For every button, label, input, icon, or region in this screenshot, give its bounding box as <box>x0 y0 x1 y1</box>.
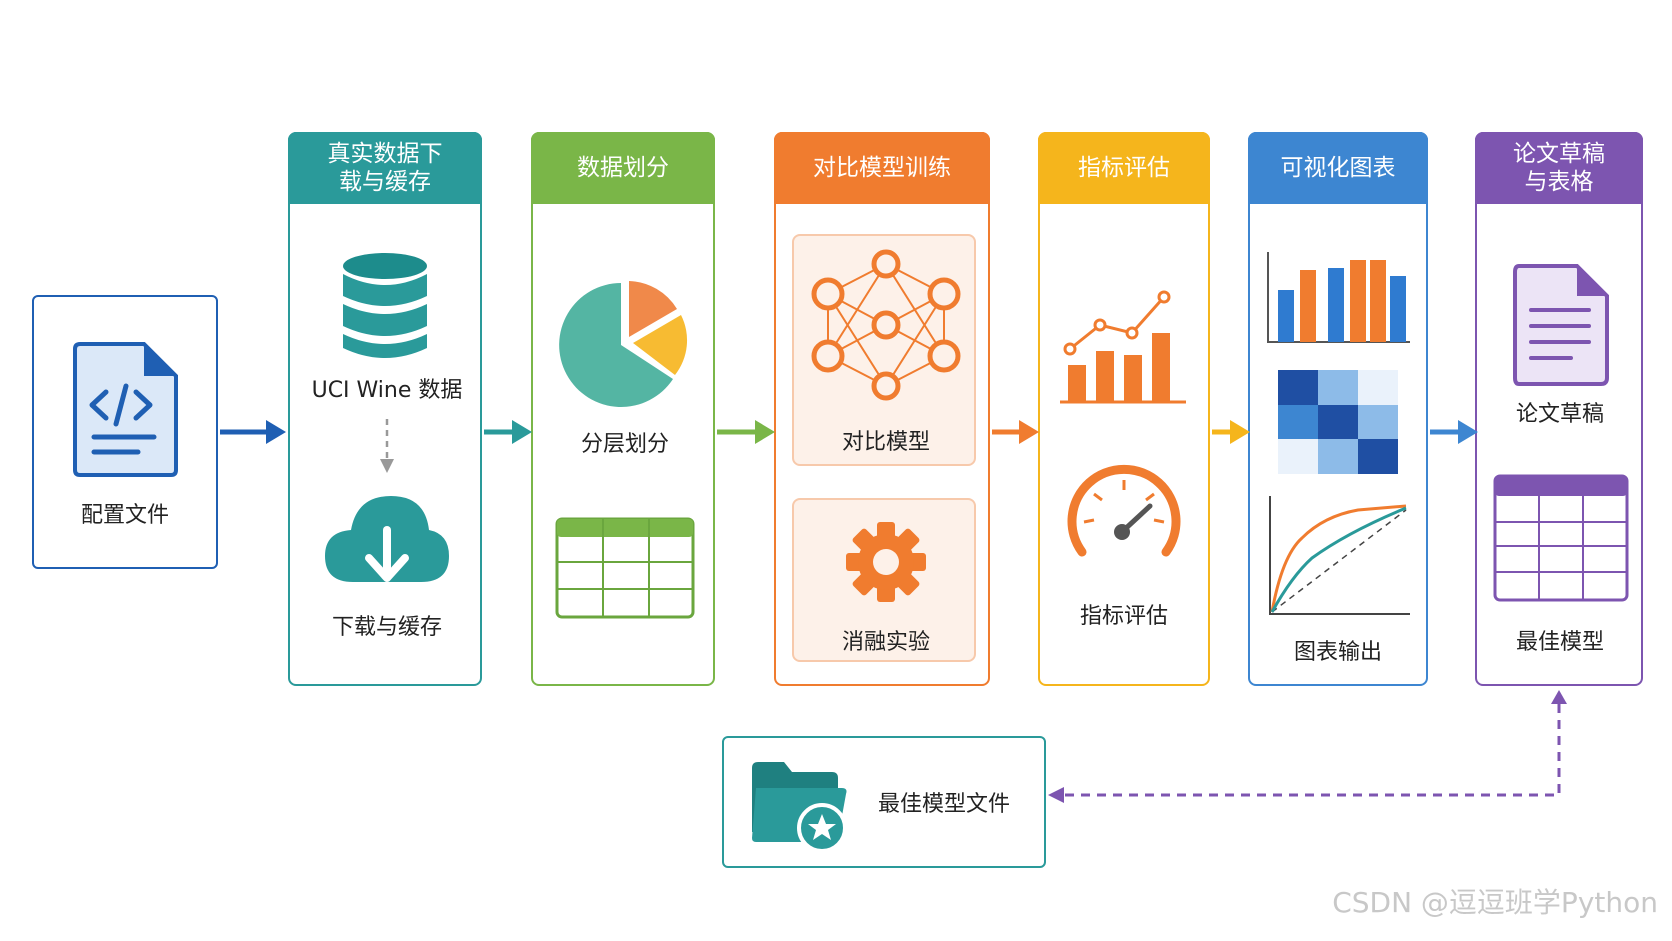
stage-split: 数据划分 分层划分 <box>531 132 715 686</box>
stage-eval: 指标评估 指标评估 <box>1038 132 1210 686</box>
arrowhead-left-file <box>1048 787 1064 803</box>
config-file-label: 配置文件 <box>80 503 170 528</box>
cloud-download-icon <box>325 496 449 582</box>
arrowhead-up-paper <box>1551 690 1567 704</box>
stage-download: 真实数据下 载与缓存 UCI Wine 数据 下载与缓存 <box>288 132 482 686</box>
table-icon <box>1493 474 1629 602</box>
stage-eval-title: 指标评估 <box>1038 132 1210 204</box>
best-model-file-label: 最佳模型文件 <box>877 792 1011 817</box>
stage-download-item-1-label: 下载与缓存 <box>331 615 443 640</box>
stage-viz-item-2-label: 图表输出 <box>1293 640 1383 665</box>
stage-paper-title: 论文草稿 与表格 <box>1475 132 1643 204</box>
database-icon <box>343 253 427 358</box>
stage-train-item-0-label: 对比模型 <box>841 430 931 455</box>
stage-paper-item-0-label: 论文草稿 <box>1515 402 1605 427</box>
roc-curve-icon <box>1269 496 1410 615</box>
arrowhead-config <box>266 420 286 444</box>
gear-icon <box>846 522 926 602</box>
stage-download-item-0-label: UCI Wine 数据 <box>311 378 463 403</box>
train-model-card: 对比模型 <box>792 234 976 466</box>
folder-star-icon <box>752 762 847 853</box>
stage-viz: 可视化图表 图表输出 <box>1248 132 1428 686</box>
stage-eval-item-1-label: 指标评估 <box>1079 604 1169 629</box>
code-file-icon <box>73 342 178 477</box>
stage-train-item-1-label: 消融实验 <box>841 630 931 655</box>
stage-split-title: 数据划分 <box>531 132 715 204</box>
arrowhead-download <box>512 420 532 444</box>
stage-split-item-0-label: 分层划分 <box>580 432 670 457</box>
arrowhead-eval <box>1230 420 1250 444</box>
arrowhead-viz <box>1458 420 1478 444</box>
stage-train: 对比模型训练 对比模型 <box>774 132 990 686</box>
watermark: CSDN @逗逗班学Python <box>1332 886 1658 919</box>
config-file-box: 配置文件 <box>32 295 218 569</box>
dashed-arrow-down-icon <box>380 419 394 473</box>
pie-chart-icon <box>559 281 688 407</box>
stage-viz-title: 可视化图表 <box>1248 132 1428 204</box>
stage-paper-item-1-label: 最佳模型 <box>1515 630 1605 655</box>
bar-chart-icon <box>1267 252 1410 343</box>
train-ablation-card: 消融实验 <box>792 498 976 662</box>
stage-paper: 论文草稿 与表格 论文草稿 最佳模型 <box>1475 132 1643 686</box>
neural-network-icon <box>811 249 961 401</box>
gauge-icon <box>1067 464 1181 557</box>
stage-download-title: 真实数据下 载与缓存 <box>288 132 482 204</box>
stage-train-title: 对比模型训练 <box>774 132 990 204</box>
document-icon <box>1513 264 1609 386</box>
table-icon <box>555 517 695 619</box>
arrowhead-split <box>755 420 775 444</box>
arrowhead-train <box>1019 420 1039 444</box>
bar-trend-icon <box>1060 290 1186 404</box>
heatmap-icon <box>1278 370 1398 474</box>
best-model-file-box: 最佳模型文件 <box>722 736 1046 868</box>
